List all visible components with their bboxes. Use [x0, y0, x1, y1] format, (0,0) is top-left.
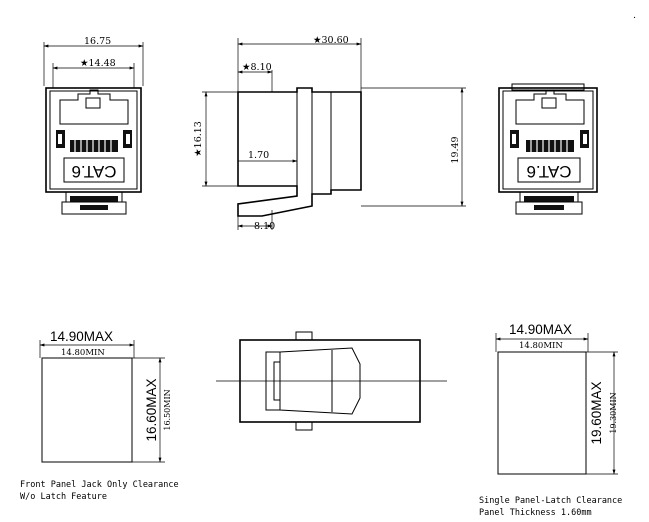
front-cutout-width-max-label: 14.90MAX: [50, 329, 113, 344]
side-length-overall-label: ★30.60: [313, 35, 349, 46]
front-cutout-caption-line1: Front Panel Jack Only Clearance: [20, 480, 179, 490]
cutout-front-panel: 14.90MAX 14.80MIN 16.60MAX 16.50MIN Fron…: [20, 329, 179, 502]
front-cutout-height-min-label: 16.50MIN: [163, 389, 172, 430]
cutout-latch-panel: 14.90MAX 14.80MIN 19.60MAX 19.30MIN Sing…: [479, 322, 622, 518]
latch-side-section: [216, 331, 447, 431]
rear-jack-label: CAT.6: [526, 162, 571, 181]
side-wall-label: 1.70: [248, 150, 269, 161]
rear-view-jack: CAT.6: [498, 83, 598, 215]
front-width-overall-label: 16.75: [84, 36, 111, 47]
latch-cutout-caption-line1: Single Panel-Latch Clearance: [479, 496, 622, 506]
stray-mark: .: [633, 10, 636, 21]
latch-cutout-caption-line2: Panel Thickness 1.60mm: [479, 508, 592, 518]
side-view-jack: ★30.60 ★8.10 ★16.13 1.70 19.49 8.10: [193, 35, 466, 232]
latch-cutout-width-max-label: 14.90MAX: [509, 322, 572, 337]
front-cutout-caption-line2: W/o Latch Feature: [20, 492, 107, 502]
side-height-left-label: ★16.13: [193, 121, 204, 157]
front-view-jack: 16.75 ★14.48 CAT.6: [43, 36, 144, 215]
front-cutout-height-max-label: 16.60MAX: [144, 378, 159, 441]
side-height-overall-label: 19.49: [450, 136, 461, 163]
front-cutout-width-min-label: 14.80MIN: [61, 348, 105, 358]
latch-cutout-height-max-label: 19.60MAX: [589, 381, 604, 444]
side-latch-offset-label: ★8.10: [242, 62, 272, 73]
latch-cutout-width-min-label: 14.80MIN: [519, 341, 563, 351]
latch-cutout-height-min-label: 19.30MIN: [609, 392, 618, 433]
side-latch-length-label: 8.10: [254, 221, 275, 232]
front-jack-label: CAT.6: [71, 162, 116, 181]
front-width-inner-label: ★14.48: [80, 58, 116, 69]
